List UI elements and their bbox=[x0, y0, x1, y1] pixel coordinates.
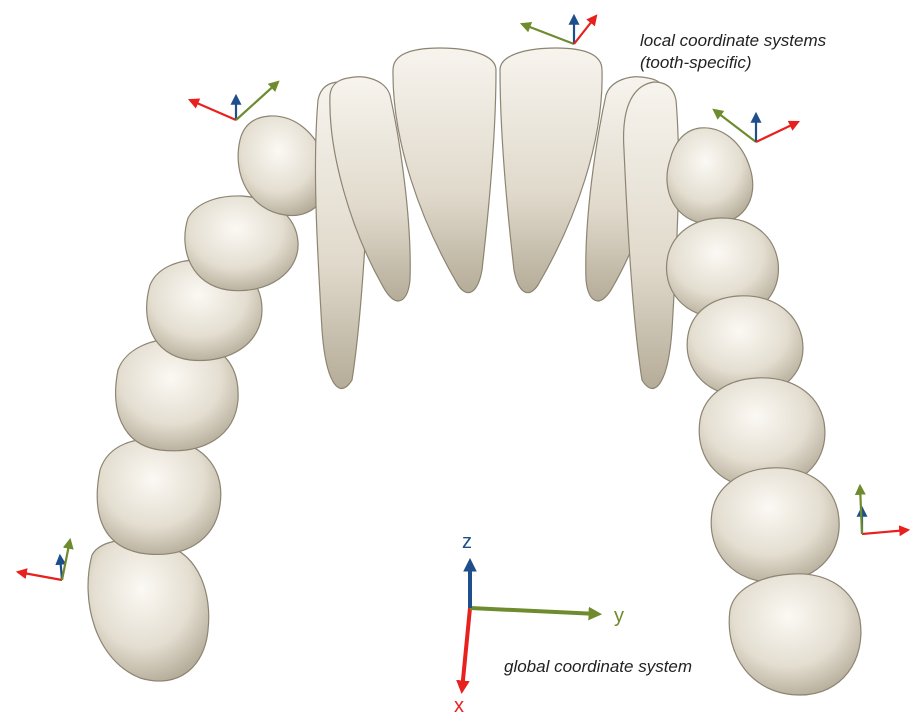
tooth-icon bbox=[88, 540, 209, 681]
local-coordinate-caption: local coordinate systems (tooth-specific… bbox=[640, 30, 826, 74]
local-coordinate-triad-icon bbox=[18, 540, 70, 580]
local-coordinate-triad-icon bbox=[190, 82, 278, 120]
tooth-icon bbox=[729, 574, 861, 695]
local-caption-line1: local coordinate systems bbox=[640, 30, 826, 52]
right-posterior-teeth bbox=[667, 128, 861, 695]
local-coordinate-triad-icon bbox=[522, 16, 596, 44]
dental-arch bbox=[88, 48, 861, 695]
global-y-label: y bbox=[614, 606, 624, 626]
global-z-label: z bbox=[462, 532, 472, 552]
tooth-icon bbox=[711, 468, 839, 582]
anterior-teeth bbox=[315, 48, 678, 388]
global-coordinate-caption: global coordinate system bbox=[504, 656, 692, 678]
tooth-icon bbox=[97, 439, 221, 555]
left-posterior-teeth bbox=[88, 116, 328, 681]
global-y-axis bbox=[470, 608, 598, 614]
global-x-label: x bbox=[454, 696, 464, 716]
local-coordinate-triad-icon bbox=[860, 486, 908, 534]
tooth-icon bbox=[624, 82, 679, 388]
tooth-icon bbox=[667, 128, 753, 224]
global-x-axis bbox=[462, 608, 470, 690]
local-caption-line2: (tooth-specific) bbox=[640, 52, 826, 74]
